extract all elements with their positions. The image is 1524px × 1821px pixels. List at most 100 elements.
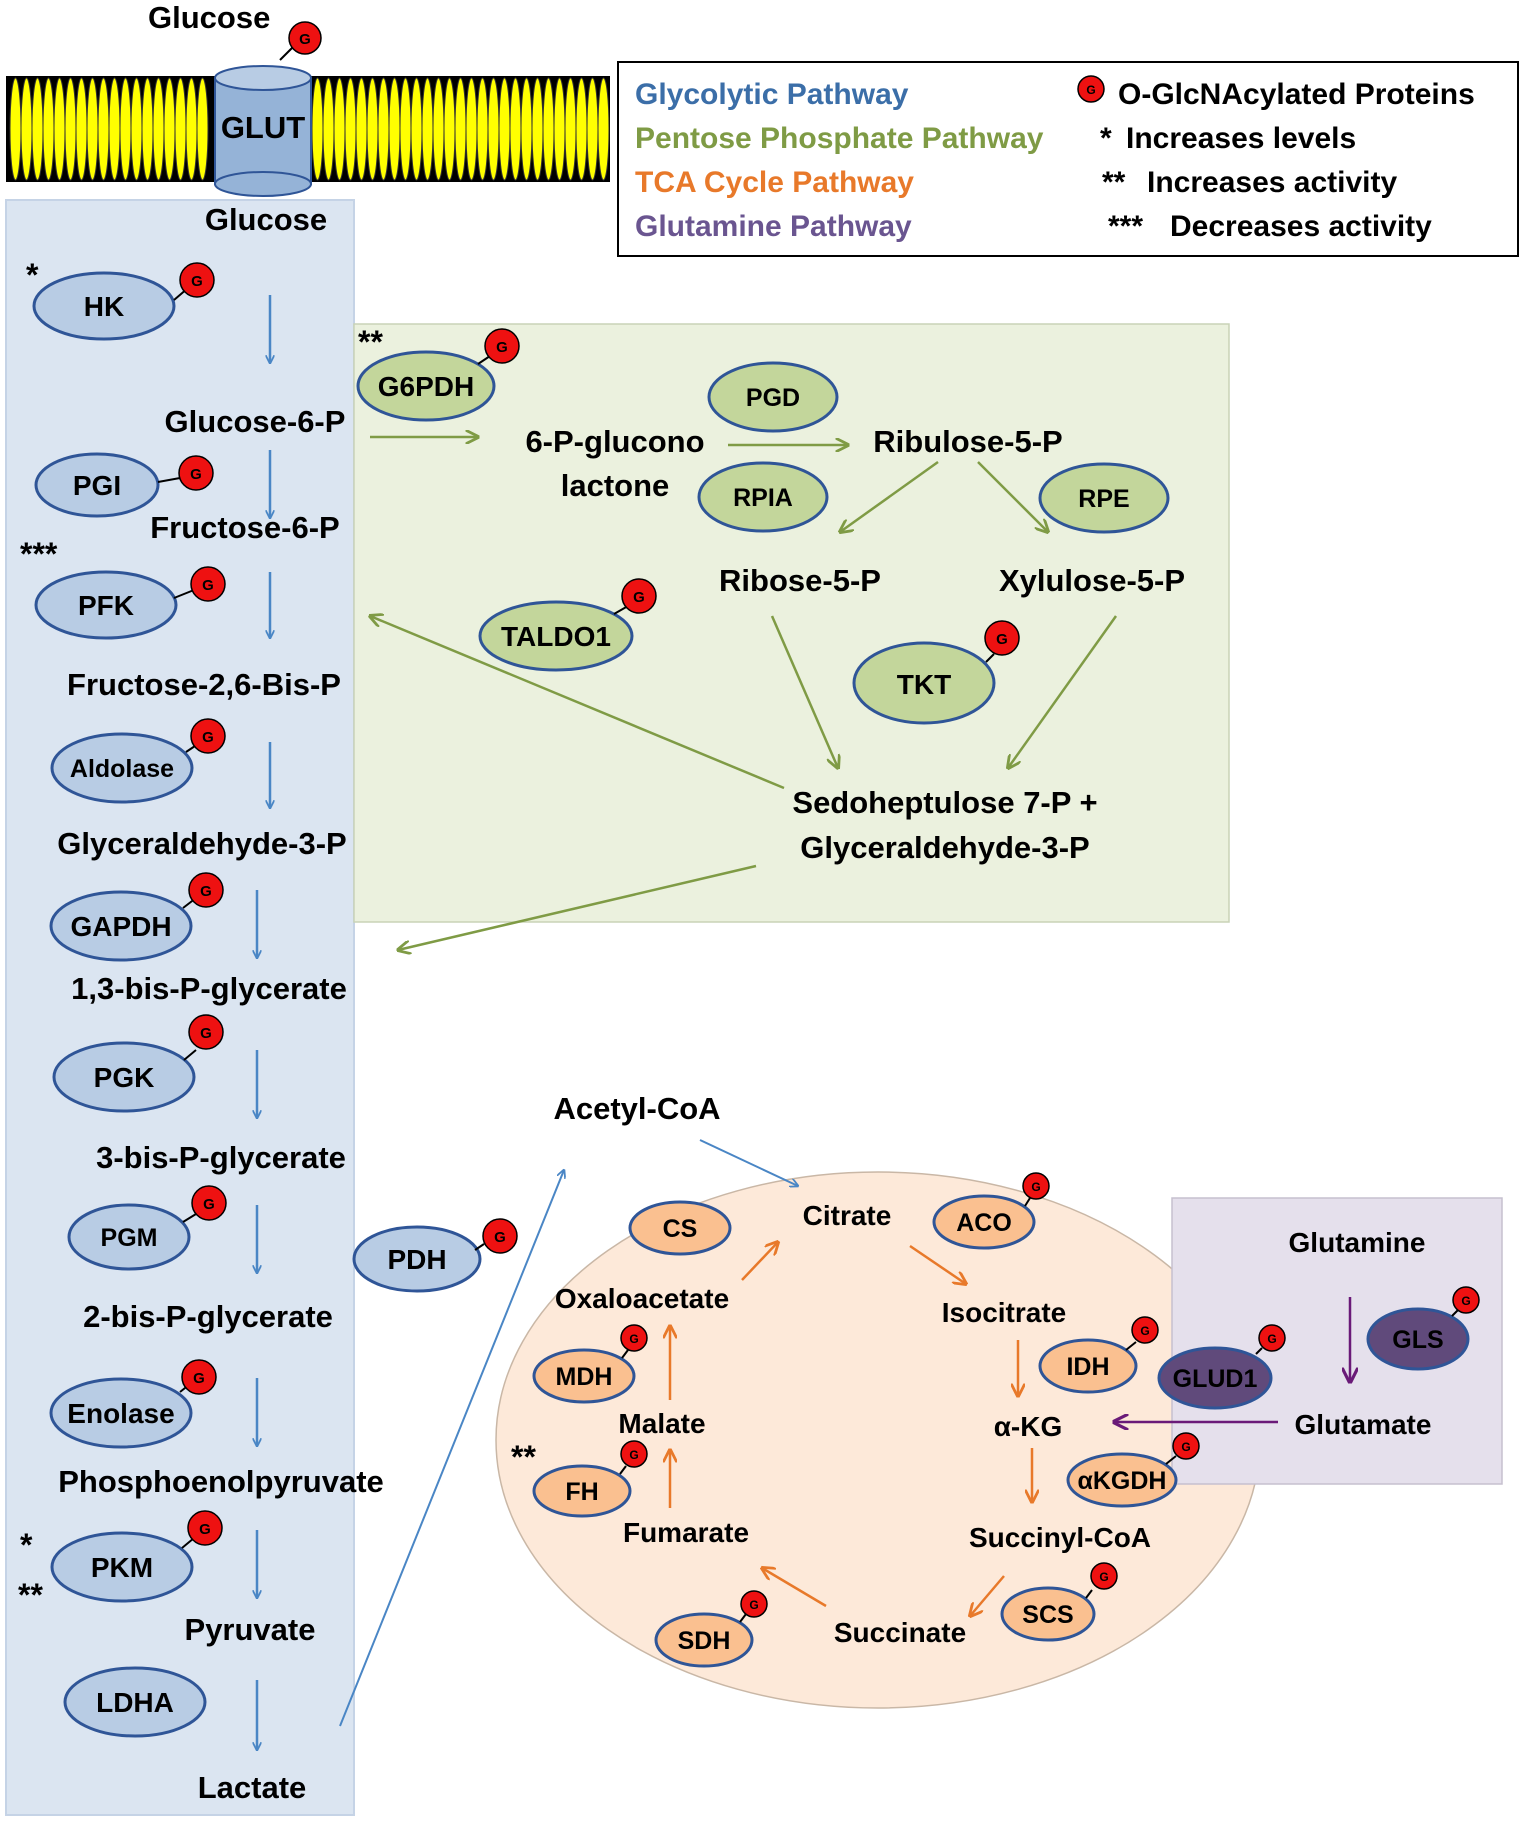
g-mark-text: G bbox=[190, 466, 202, 483]
enzyme-ldha-label: LDHA bbox=[96, 1687, 174, 1718]
enzyme-scs-label: SCS bbox=[1022, 1601, 1073, 1629]
enzyme-fh-label: FH bbox=[565, 1478, 598, 1506]
enzyme-enolase: Enolase G bbox=[49, 1359, 217, 1449]
enzyme-pdh-label: PDH bbox=[387, 1244, 446, 1275]
metabolite-oxaloacetate: Oxaloacetate bbox=[555, 1283, 729, 1314]
enzyme-idh-label: IDH bbox=[1066, 1353, 1109, 1381]
g-mark-text: G bbox=[629, 1332, 638, 1346]
pkm-star-bottom: ** bbox=[18, 1577, 43, 1613]
metabolite-fructose-2-6-bis-p: Fructose-2,6-Bis-P bbox=[67, 667, 341, 702]
enzyme-pfk-label: PFK bbox=[78, 590, 134, 621]
enzyme-akgdh: αKGDH G bbox=[1066, 1432, 1200, 1508]
enzyme-hk: HK G bbox=[32, 262, 215, 341]
metabolite-citrate: Citrate bbox=[803, 1200, 892, 1231]
enzyme-rpe: RPE bbox=[1038, 462, 1170, 534]
metabolite-sedoheptulose-7-p: Sedoheptulose 7-P + bbox=[792, 785, 1097, 820]
metabolite-malate: Malate bbox=[618, 1408, 705, 1439]
g-mark-text: G bbox=[200, 883, 212, 900]
glycolysis-arrows bbox=[257, 295, 270, 1750]
g-mark-text: G bbox=[1140, 1324, 1149, 1338]
legend-glcnac-label: O-GlcNAcylated Proteins bbox=[1118, 78, 1475, 111]
g-mark-text: G bbox=[633, 589, 645, 606]
enzyme-mdh-label: MDH bbox=[556, 1363, 613, 1391]
pkm-star-top: * bbox=[20, 1527, 33, 1563]
metabolite-glyceraldehyde-3-p-ppp: Glyceraldehyde-3-P bbox=[800, 830, 1089, 865]
g-mark-text: G bbox=[1086, 83, 1095, 97]
g-mark-text: G bbox=[1099, 1570, 1108, 1584]
g-mark-text: G bbox=[496, 339, 508, 356]
enzyme-mdh: MDH G bbox=[532, 1324, 648, 1404]
hk-star: * bbox=[26, 257, 39, 293]
metabolite-pyruvate: Pyruvate bbox=[185, 1612, 316, 1647]
enzyme-pdh: PDH G bbox=[352, 1218, 518, 1293]
metabolite-lactone: lactone bbox=[561, 468, 670, 503]
enzyme-tkt: TKT G bbox=[852, 620, 1020, 725]
enzyme-aco-label: ACO bbox=[956, 1209, 1012, 1237]
legend-glycolytic: Glycolytic Pathway bbox=[635, 78, 909, 111]
tca-arrows bbox=[670, 1242, 1032, 1616]
enzyme-glud1-label: GLUD1 bbox=[1173, 1365, 1258, 1393]
enzyme-sdh-label: SDH bbox=[678, 1627, 731, 1655]
metabolite-1-3-bis-p-glycerate: 1,3-bis-P-glycerate bbox=[71, 971, 347, 1006]
enzyme-hk-label: HK bbox=[84, 291, 124, 322]
enzyme-pkm: PKM G bbox=[50, 1510, 223, 1603]
enzyme-scs: SCS G bbox=[1000, 1562, 1118, 1642]
g-mark-text: G bbox=[202, 577, 214, 594]
metabolite-succinyl-coa: Succinyl-CoA bbox=[969, 1522, 1151, 1553]
metabolite-isocitrate: Isocitrate bbox=[942, 1297, 1067, 1328]
legend: Glycolytic Pathway Pentose Phosphate Pat… bbox=[617, 61, 1519, 257]
enzyme-gls-label: GLS bbox=[1392, 1326, 1443, 1354]
metabolite-ribose-5-p: Ribose-5-P bbox=[719, 563, 881, 598]
g-mark-text: G bbox=[202, 729, 214, 746]
legend-star2-symbol: ** bbox=[1102, 166, 1126, 199]
glut-glcnac-mark: G bbox=[279, 21, 322, 61]
fh-stars: ** bbox=[511, 1439, 536, 1475]
enzyme-pfk: PFK G bbox=[34, 566, 226, 640]
enzyme-aldolase: Aldolase G bbox=[50, 718, 226, 804]
metabolite-glutamate: Glutamate bbox=[1295, 1409, 1432, 1440]
enzyme-taldo1-label: TALDO1 bbox=[501, 621, 611, 652]
g-mark-text: G bbox=[1267, 1332, 1276, 1346]
enzyme-fh: FH G bbox=[532, 1440, 648, 1518]
metabolite-ribulose-5-p: Ribulose-5-P bbox=[873, 424, 1062, 459]
enzyme-rpia: RPIA bbox=[697, 461, 829, 533]
metabolite-glyceraldehyde-3-p: Glyceraldehyde-3-P bbox=[57, 826, 346, 861]
legend-star2-label: Increases activity bbox=[1147, 166, 1397, 199]
g-mark-text: G bbox=[191, 273, 203, 290]
enzyme-enolase-label: Enolase bbox=[67, 1398, 174, 1429]
enzyme-glud1: GLUD1 G bbox=[1157, 1324, 1286, 1410]
enzyme-rpia-label: RPIA bbox=[733, 484, 793, 512]
g-mark-text: G bbox=[1461, 1294, 1470, 1308]
enzyme-g6pdh-label: G6PDH bbox=[378, 371, 474, 402]
metabolite-6-p-glucono: 6-P-glucono bbox=[525, 424, 704, 459]
legend-star3-label: Decreases activity bbox=[1170, 210, 1432, 243]
enzyme-taldo1: TALDO1 G bbox=[478, 578, 657, 672]
glutamine-arrows bbox=[1114, 1297, 1350, 1422]
g-mark-text: G bbox=[193, 1370, 205, 1387]
glut-label: GLUT bbox=[221, 110, 305, 145]
pfk-stars: *** bbox=[20, 536, 58, 572]
enzyme-cs: CS bbox=[628, 1200, 732, 1256]
enzyme-pgm-label: PGM bbox=[101, 1224, 158, 1252]
metabolite-fructose-6-p: Fructose-6-P bbox=[150, 510, 339, 545]
metabolite-glutamine: Glutamine bbox=[1289, 1227, 1426, 1258]
legend-glutamine: Glutamine Pathway bbox=[635, 210, 912, 243]
metabolite-glucose-6-p: Glucose-6-P bbox=[165, 404, 346, 439]
metabolite-xylulose-5-p: Xylulose-5-P bbox=[999, 563, 1185, 598]
legend-star1-symbol: * bbox=[1100, 122, 1112, 155]
enzyme-pgi-label: PGI bbox=[73, 470, 121, 501]
metabolite-glucose: Glucose bbox=[205, 202, 327, 237]
g-mark-text: G bbox=[199, 1521, 211, 1538]
g-mark-text: G bbox=[629, 1448, 638, 1462]
metabolite-phosphoenolpyruvate: Phosphoenolpyruvate bbox=[58, 1464, 384, 1499]
enzyme-pgm: PGM G bbox=[67, 1185, 227, 1271]
legend-star3-symbol: *** bbox=[1108, 210, 1143, 243]
ppp-arrows bbox=[370, 437, 1118, 950]
g-mark-text: G bbox=[749, 1598, 758, 1612]
legend-tca: TCA Cycle Pathway bbox=[635, 166, 914, 199]
enzyme-pgi: PGI G bbox=[34, 452, 214, 518]
enzyme-pgd-label: PGD bbox=[746, 384, 800, 412]
pyruvate-to-acetyl-coa-arrows bbox=[339, 1139, 798, 1727]
enzyme-pgk-label: PGK bbox=[94, 1062, 155, 1093]
